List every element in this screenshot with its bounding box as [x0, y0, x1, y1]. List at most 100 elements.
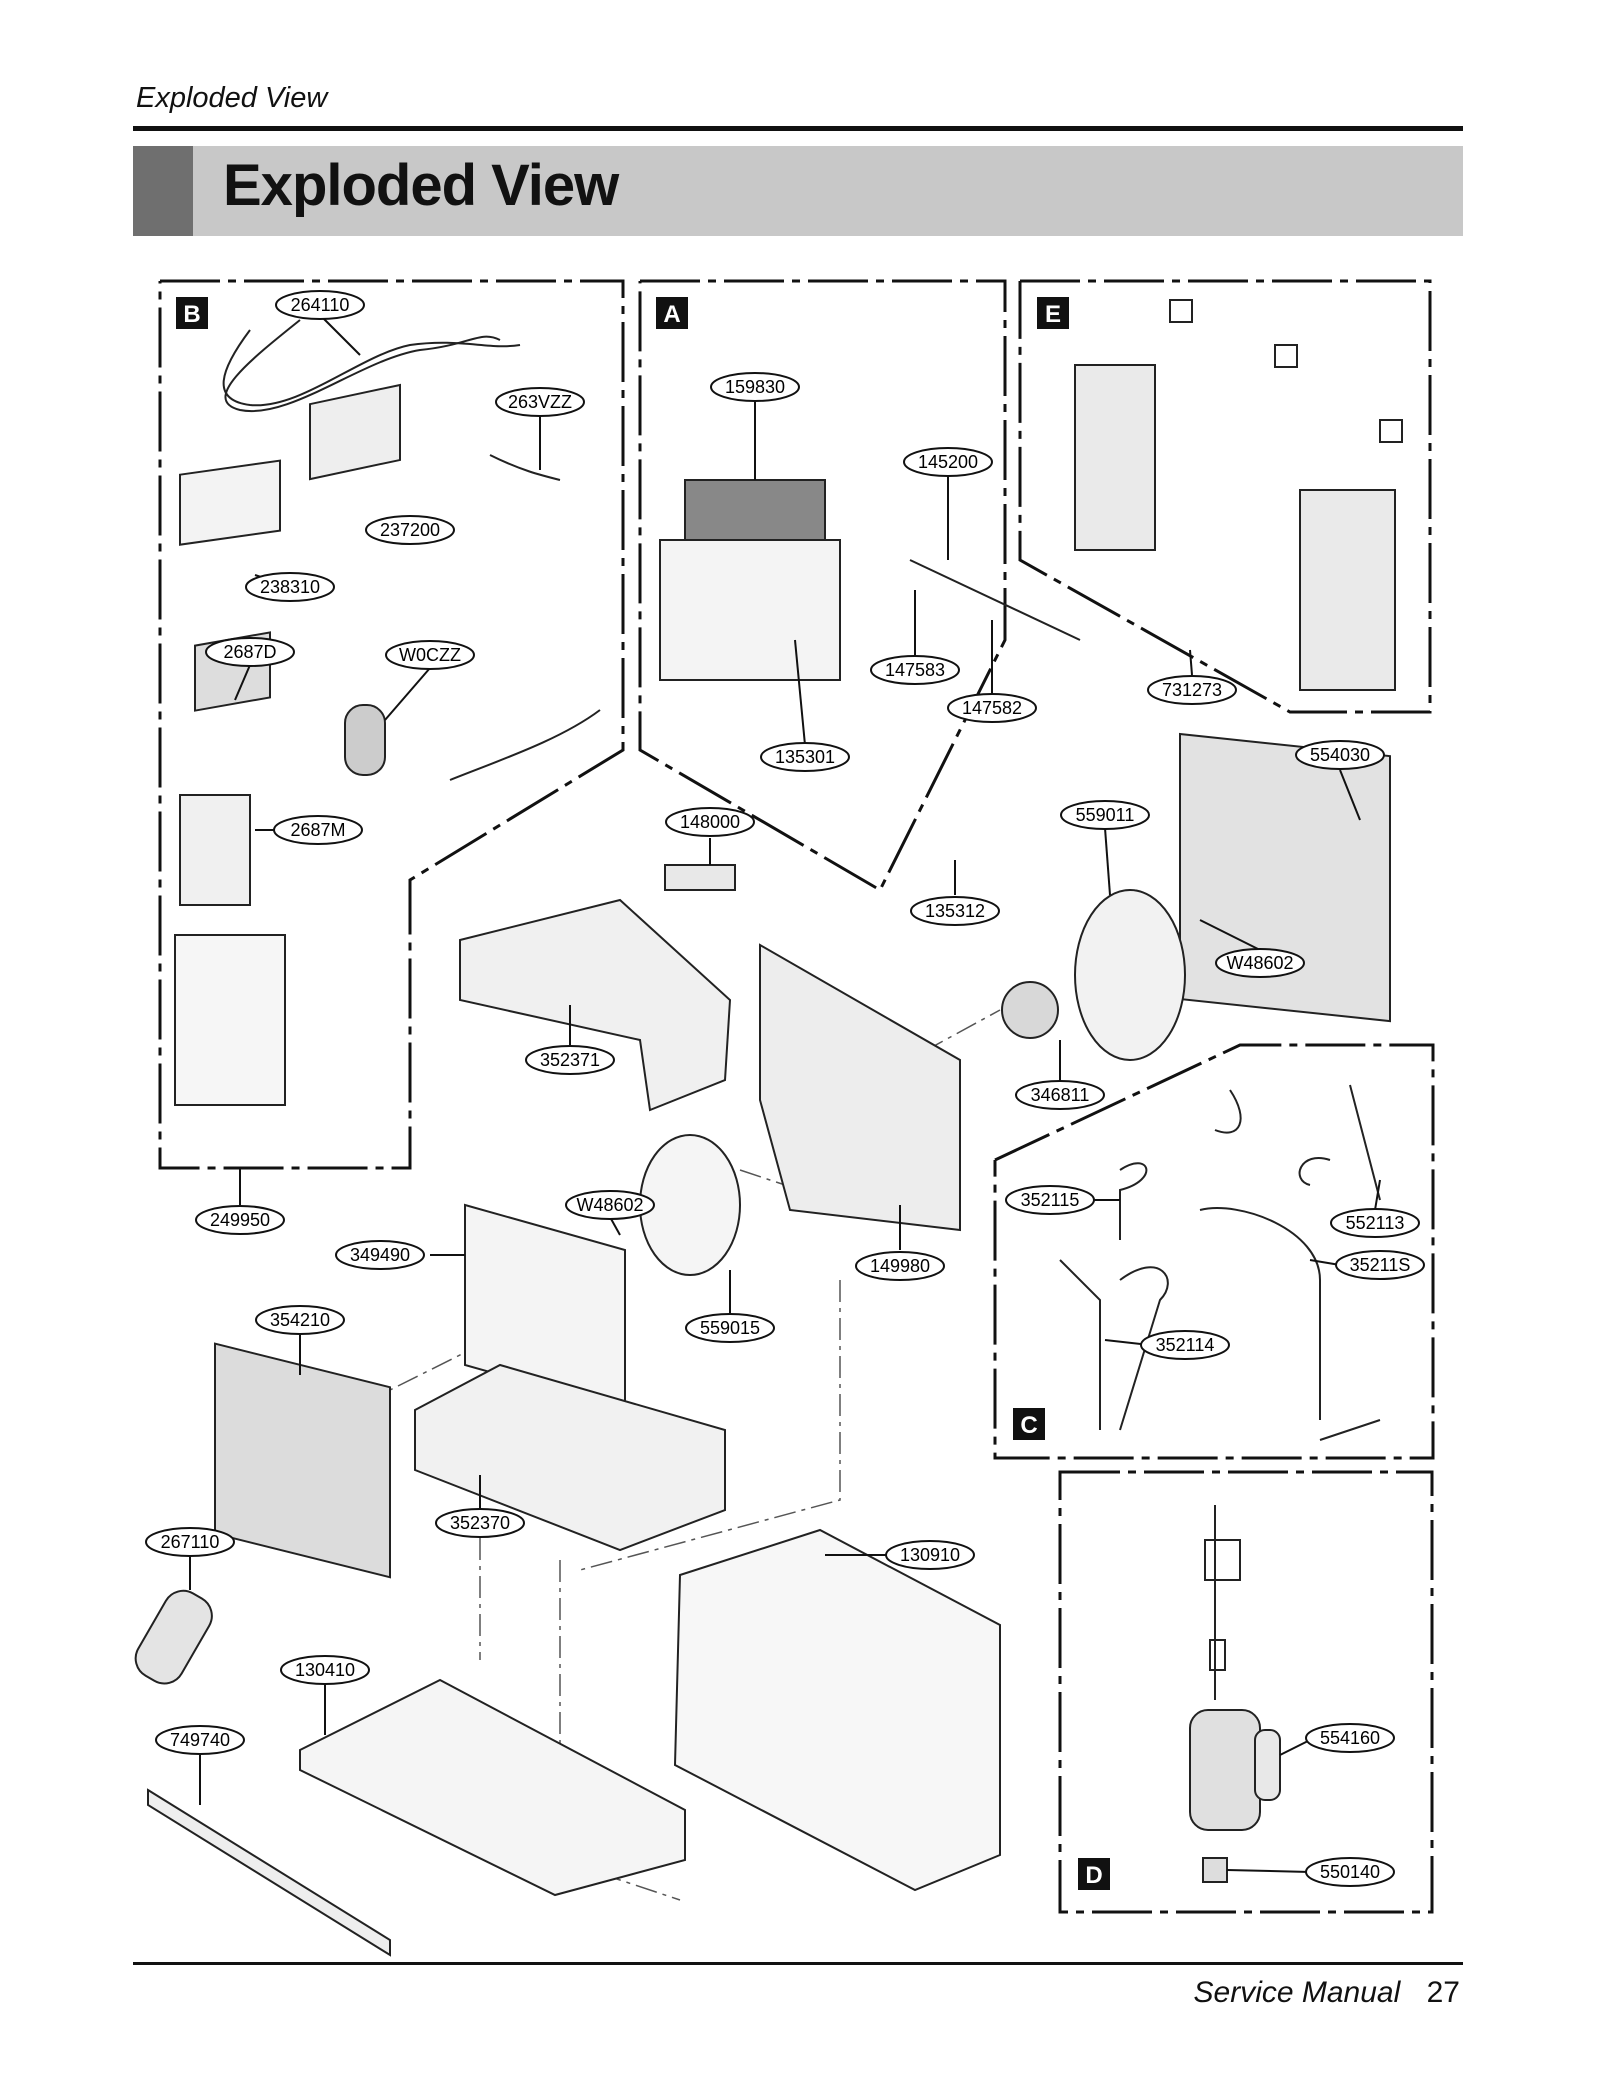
front-grille-part — [659, 539, 841, 681]
propeller-fan-part — [1074, 889, 1186, 1061]
callout-label: 731273 — [1162, 680, 1222, 700]
leader-line — [1189, 649, 1193, 676]
leader-line — [319, 314, 361, 356]
part-callout: 249950 — [195, 1205, 285, 1235]
callout-oval — [1335, 1250, 1425, 1280]
callout-label: 267110 — [161, 1532, 220, 1552]
part-callout: W48602 — [565, 1190, 655, 1220]
leader-line — [384, 667, 431, 721]
part-callout: 552113 — [1330, 1208, 1420, 1238]
callout-label: 352114 — [1156, 1335, 1215, 1355]
assembly-guide-line — [559, 1560, 681, 1901]
leader-line — [1279, 1739, 1311, 1756]
callout-oval — [1140, 1330, 1230, 1360]
section-letter-c: C — [1013, 1408, 1045, 1440]
part-callout: 35211S — [1335, 1250, 1425, 1280]
side-strip-part — [147, 1788, 391, 1957]
section-label-a: A — [663, 301, 680, 328]
side-curtain-part — [1074, 364, 1156, 551]
callout-label: W0CZZ — [399, 645, 461, 665]
callout-oval — [1005, 1185, 1095, 1215]
compressor-mount-part — [1204, 1505, 1241, 1700]
section-letter-d: D — [1078, 1858, 1110, 1890]
callout-label: 552113 — [1346, 1213, 1405, 1233]
part-callout: 554160 — [1305, 1723, 1395, 1753]
callout-label: 2687D — [223, 642, 276, 662]
part-callout: 354210 — [255, 1305, 345, 1335]
part-callout: 130910 — [885, 1540, 975, 1570]
part-callout: 237200 — [365, 515, 455, 545]
condenser-part — [1179, 732, 1391, 1023]
assembly-guide-line — [579, 1280, 841, 1571]
side-curtain-part — [1299, 489, 1396, 691]
part-callout: 554030 — [1295, 740, 1385, 770]
callout-label: 249950 — [210, 1210, 270, 1230]
callout-label: 130910 — [900, 1545, 960, 1565]
section-letter-e: E — [1037, 297, 1069, 329]
callout-oval — [685, 1313, 775, 1343]
callout-label: 352370 — [450, 1513, 510, 1533]
callout-oval — [710, 372, 800, 402]
orifice-part — [759, 943, 961, 1232]
callout-oval — [275, 290, 365, 320]
leader-line — [609, 1216, 621, 1236]
base-pan-part — [299, 1678, 686, 1897]
part-callout: 238310 — [245, 572, 335, 602]
leader-line — [234, 664, 251, 701]
callout-label: 352115 — [1021, 1190, 1080, 1210]
part-callout: 145200 — [903, 447, 993, 477]
part-callout: 352114 — [1140, 1330, 1230, 1360]
section-label-e: E — [1045, 301, 1061, 328]
part-callout: 352371 — [525, 1045, 615, 1075]
pipe-part — [1119, 1162, 1148, 1240]
bracket-part — [1379, 419, 1403, 443]
part-callout: 148000 — [665, 807, 755, 837]
section-letter-a: A — [656, 297, 688, 329]
part-callout: 135301 — [760, 742, 850, 772]
page-number: 27 — [1426, 1976, 1460, 2009]
leader-line — [1226, 1869, 1311, 1873]
callout-oval — [870, 655, 960, 685]
footer-rule — [133, 1962, 1463, 1965]
callout-oval — [855, 1251, 945, 1281]
air-guide-part — [459, 898, 732, 1112]
part-callout: 559011 — [1060, 800, 1150, 830]
callout-oval — [280, 1655, 370, 1685]
part-callout: 352115 — [1005, 1185, 1095, 1215]
callout-oval — [1330, 1208, 1420, 1238]
leader-line — [1339, 769, 1361, 821]
pipe-part — [1214, 1089, 1242, 1134]
callout-oval — [155, 1725, 245, 1755]
part-callout: 264110 — [275, 290, 365, 320]
accumulator-part — [1254, 1729, 1281, 1801]
assembly-guide-line — [329, 1349, 471, 1421]
pipe-part — [1199, 1207, 1381, 1441]
callout-label: 147583 — [885, 660, 945, 680]
part-callout: 147583 — [870, 655, 960, 685]
part-callout: 130410 — [280, 1655, 370, 1685]
part-callout: 2687M — [273, 815, 363, 845]
header-rule — [133, 126, 1463, 131]
callout-label: 550140 — [1320, 1862, 1380, 1882]
callout-oval — [903, 447, 993, 477]
fan-motor-part — [1001, 981, 1059, 1039]
callout-oval — [760, 742, 850, 772]
callout-oval — [255, 1305, 345, 1335]
leader-line — [1199, 919, 1261, 951]
part-callout: 550140 — [1305, 1857, 1395, 1887]
section-label-c: C — [1020, 1412, 1037, 1439]
callout-label: 149980 — [870, 1256, 930, 1276]
part-callout: 267110 — [145, 1527, 235, 1557]
capacitor-part — [344, 704, 386, 776]
section-d-frame — [1058, 1470, 1434, 1914]
leader-line — [1309, 1259, 1341, 1266]
part-callout: 749740 — [155, 1725, 245, 1755]
part-callout: 159830 — [710, 372, 800, 402]
section-title-band: Exploded View — [133, 146, 1463, 236]
running-title: Exploded View — [136, 82, 328, 114]
callout-oval — [385, 640, 475, 670]
control-panel-part — [309, 383, 401, 481]
part-callout: 149980 — [855, 1251, 945, 1281]
callout-label: 238310 — [260, 577, 320, 597]
